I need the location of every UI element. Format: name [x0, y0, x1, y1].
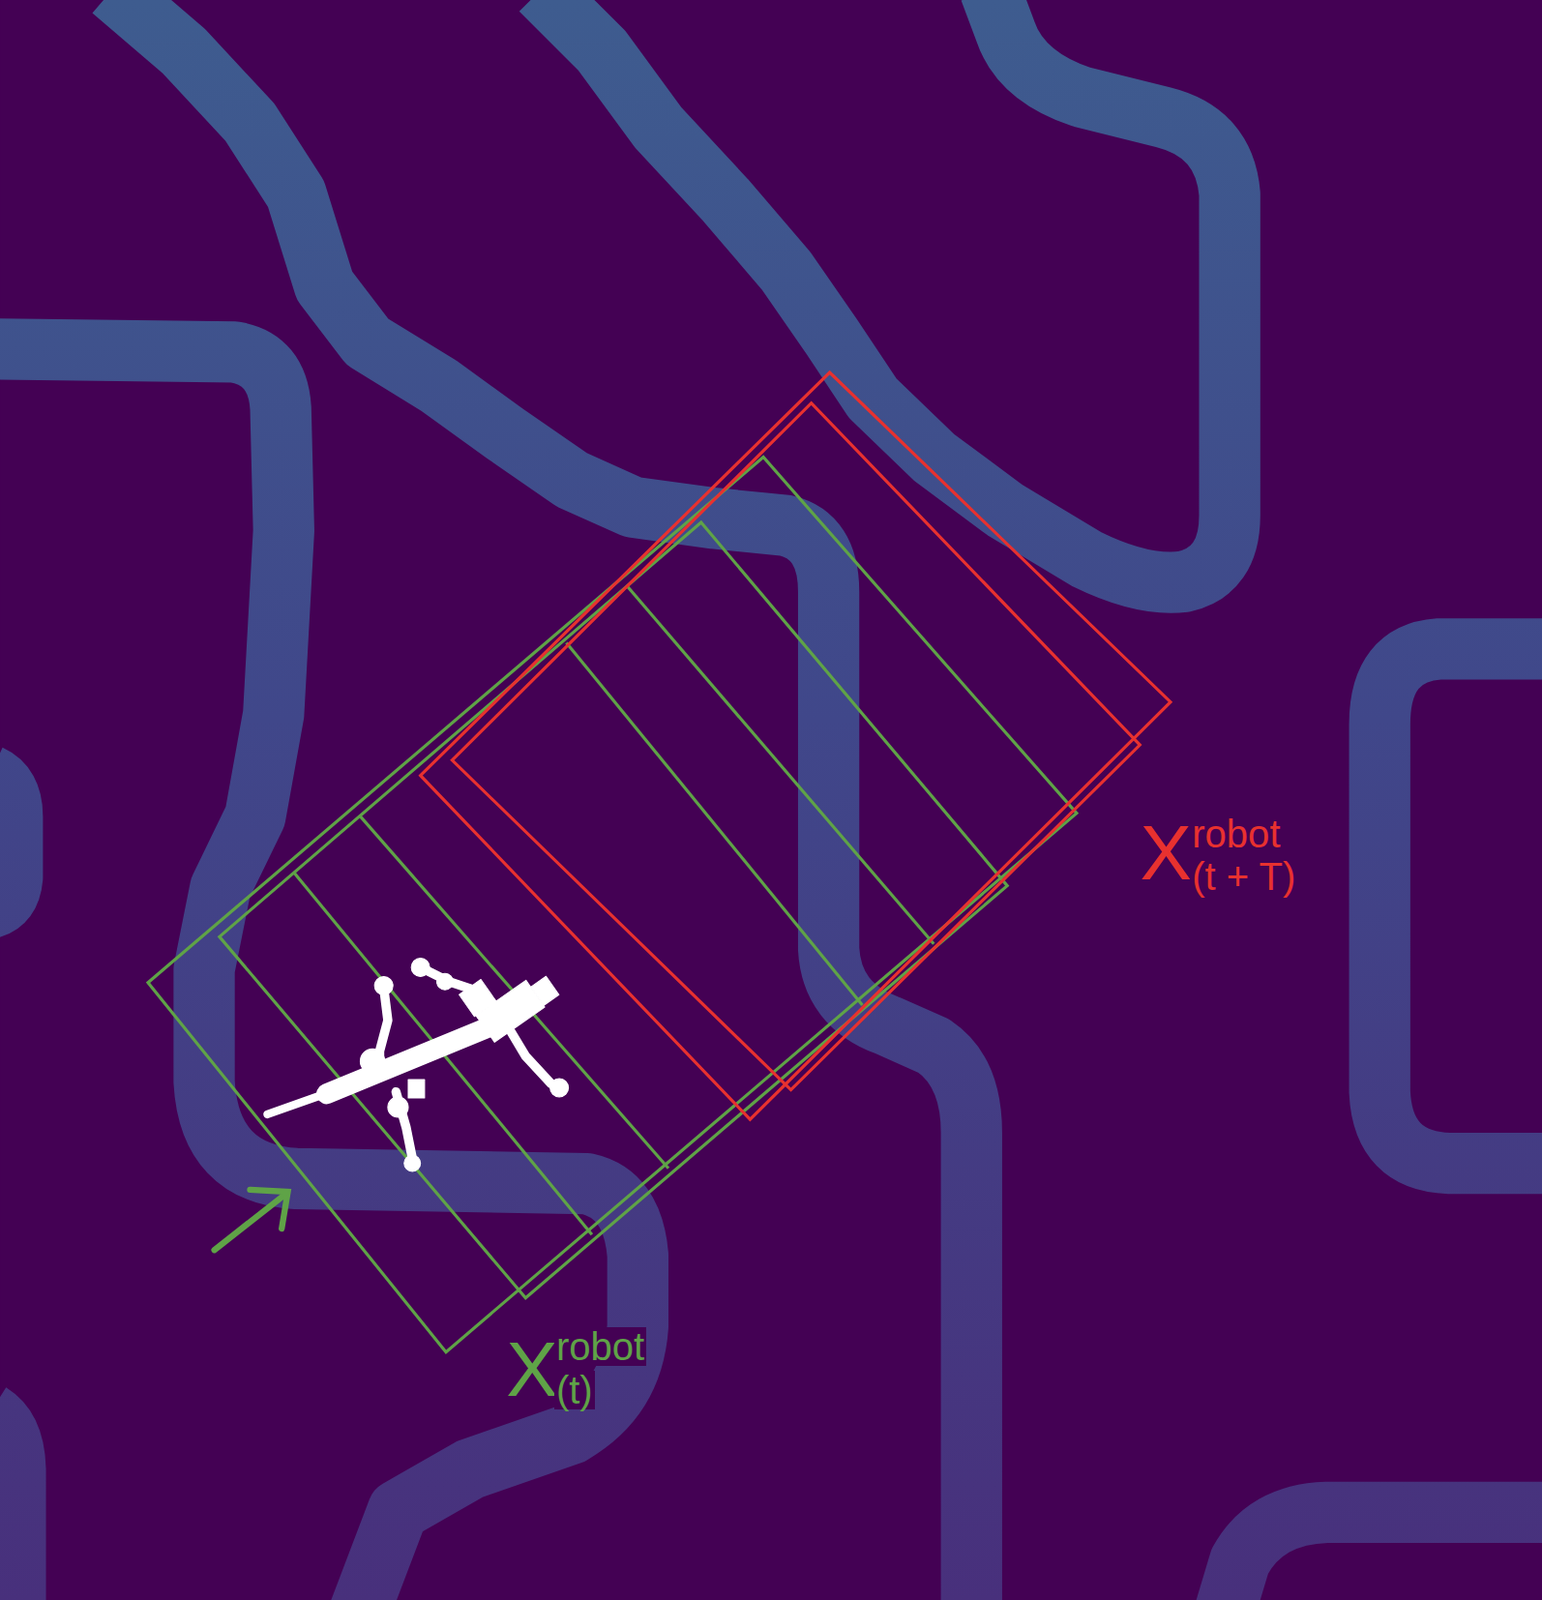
arrow-head — [250, 1189, 289, 1229]
subscript: (t + T) — [1189, 857, 1298, 896]
horizon-box — [148, 457, 1077, 1353]
robot-joint — [359, 1048, 385, 1073]
horizon-line — [359, 816, 669, 1169]
terrain-band — [0, 349, 638, 1600]
robot-module — [408, 1079, 425, 1098]
horizon-box — [219, 522, 1008, 1299]
direction-arrow — [214, 1189, 289, 1250]
subscript: (t) — [554, 1370, 595, 1410]
horizon-line — [294, 872, 593, 1235]
horizon-box — [451, 403, 1140, 1091]
terrain-band — [1224, 1512, 1542, 1600]
terrain-band — [540, 0, 1230, 583]
terrain-band — [0, 1413, 16, 1600]
horizon-line — [566, 643, 863, 1006]
robot-module — [459, 979, 497, 1017]
superscript: robot — [554, 1327, 647, 1366]
horizon-boxes-tT — [420, 372, 1171, 1120]
arrow-shaft — [214, 1193, 287, 1250]
robot-figure — [266, 958, 568, 1172]
horizon-box — [420, 372, 1171, 1120]
horizon-boxes-t — [148, 457, 1077, 1353]
robot-module — [531, 976, 560, 1006]
terrain-band — [0, 775, 13, 909]
horizon-line — [627, 587, 934, 945]
state-symbol: X — [1137, 813, 1194, 891]
robot-foot — [374, 976, 393, 995]
robot-foot — [550, 1078, 569, 1098]
robot-foot — [411, 958, 430, 978]
robot-joint — [437, 973, 454, 990]
superscript: robot — [1189, 814, 1282, 854]
state-symbol: X — [504, 1330, 561, 1408]
robot-foot — [404, 1155, 421, 1172]
robot-joint — [387, 1097, 409, 1118]
terrain-band — [1379, 649, 1542, 1164]
